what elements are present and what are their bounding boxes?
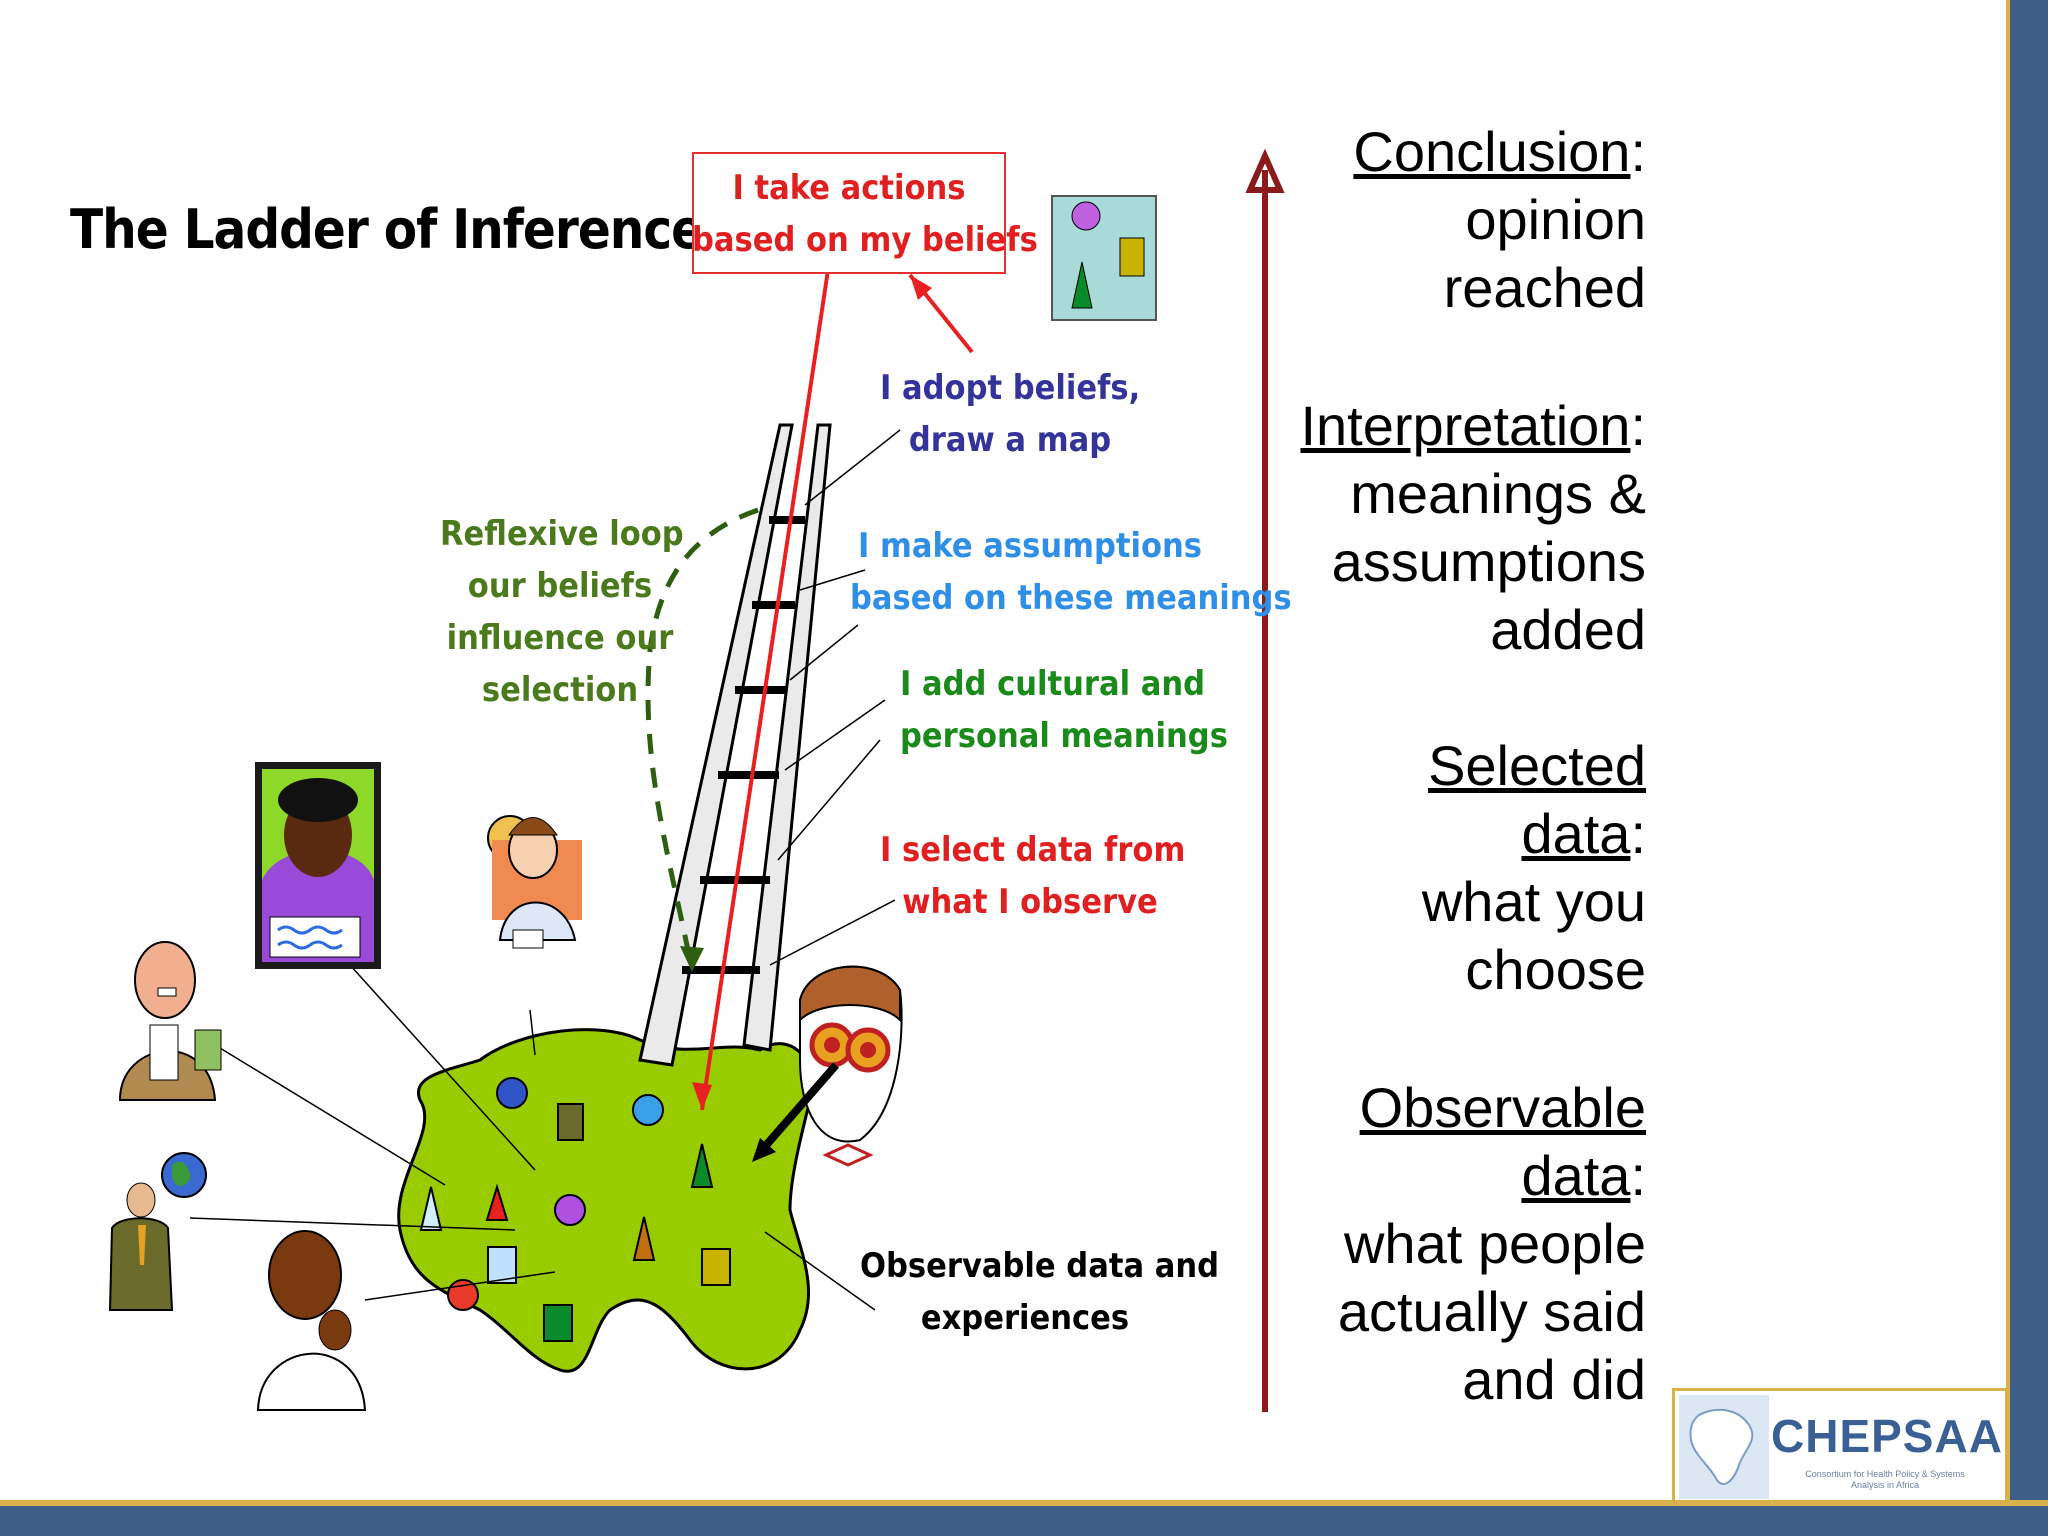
- pale-triangle-shape: [419, 1186, 443, 1231]
- thinking-woman-picture: [255, 762, 381, 969]
- observable-line: actually said: [1337, 1280, 1646, 1343]
- yellow-square-shape: [701, 1248, 731, 1286]
- frame-right: [2010, 0, 2048, 1536]
- colon: :: [1630, 802, 1646, 865]
- conclusion-heading: Conclusion: [1353, 120, 1631, 183]
- label-line: influence our: [446, 618, 674, 658]
- label-line: based on my beliefs: [692, 220, 1038, 260]
- label-line: Reflexive loop: [440, 514, 684, 554]
- selected-heading-2: data: [1521, 802, 1631, 865]
- observable-line: what people: [1343, 1212, 1646, 1275]
- olive-square-shape: [557, 1103, 584, 1141]
- belief-map-box: [1051, 195, 1157, 321]
- actions-box: [692, 152, 1006, 274]
- red-face-shape: [447, 1279, 479, 1311]
- selected-heading: Selected: [1428, 734, 1646, 797]
- label-reflexive-loop: Reflexive loop our beliefs influence our…: [440, 508, 684, 716]
- label-line: I take actions: [732, 168, 966, 208]
- frame-bottom: [0, 1506, 2048, 1536]
- label-select-data: I select data from what I observe: [880, 824, 1186, 928]
- colon: :: [1630, 120, 1646, 183]
- label-adopt-beliefs: I adopt beliefs, draw a map: [880, 362, 1140, 466]
- label-line: selection: [481, 670, 639, 710]
- label-line: Observable data and: [860, 1246, 1220, 1286]
- label-line: draw a map: [908, 420, 1112, 460]
- label-line: experiences: [920, 1298, 1130, 1338]
- lightblue-face-shape: [632, 1094, 664, 1126]
- interpretation-heading: Interpretation: [1300, 394, 1631, 457]
- conclusion-line: opinion: [1465, 188, 1646, 251]
- interpretation-block: Interpretation: meanings & assumptions a…: [1240, 392, 1646, 664]
- label-line: based on these meanings: [850, 578, 1292, 618]
- label-line: I make assumptions: [857, 526, 1203, 566]
- label-line: our beliefs: [467, 566, 653, 606]
- green-square-shape: [543, 1304, 573, 1342]
- writing-woman-picture: [487, 815, 582, 949]
- interpretation-line: assumptions: [1331, 530, 1646, 593]
- observable-heading: Observable: [1359, 1076, 1646, 1139]
- label-line: I add cultural and: [900, 664, 1206, 704]
- colon: :: [1630, 1144, 1646, 1207]
- observer-with-glasses-picture: [752, 965, 903, 1167]
- logo-subtitle: Consortium for Health Policy & Systems A…: [1805, 1469, 1965, 1490]
- colon: :: [1630, 394, 1646, 457]
- angry-man-picture: [118, 941, 222, 1101]
- interpretation-line: meanings &: [1350, 462, 1646, 525]
- thinking-man-picture: [256, 1230, 367, 1411]
- label-observable-data: Observable data and experiences: [860, 1240, 1220, 1344]
- label-cultural-meanings: I add cultural and personal meanings: [900, 658, 1228, 762]
- label-line: personal meanings: [900, 716, 1228, 756]
- conclusion-line: reached: [1443, 256, 1646, 319]
- frame-right-gold: [2006, 0, 2010, 1500]
- red-triangle-shape: [485, 1183, 509, 1221]
- action-arrow: [700, 269, 830, 1111]
- conclusion-block: Conclusion: opinion reached: [1240, 118, 1646, 322]
- label-line: what I observe: [902, 882, 1158, 922]
- observable-data-blob: [397, 1028, 814, 1373]
- orange-triangle-shape: [632, 1216, 656, 1261]
- green-triangle-shape: [690, 1143, 714, 1188]
- label-take-actions: I take actions based on my beliefs: [692, 162, 1038, 266]
- interpretation-line: added: [1490, 598, 1646, 661]
- man-with-globe-picture: [108, 1152, 207, 1311]
- reflexive-loop-arrow: [645, 507, 759, 961]
- slide-title: The Ladder of Inference: [70, 198, 704, 261]
- logo-name: CHEPSAA: [1771, 1410, 2003, 1462]
- blue-face-shape: [496, 1077, 528, 1109]
- africa-map-icon: [1679, 1395, 1769, 1499]
- observable-line: and did: [1462, 1348, 1646, 1411]
- label-line: I adopt beliefs,: [880, 368, 1141, 408]
- frame-bottom-gold: [0, 1500, 2048, 1506]
- pale-square-shape: [487, 1246, 517, 1284]
- selected-data-block: Selected data: what you choose: [1240, 732, 1646, 1004]
- label-line: I select data from: [880, 830, 1186, 870]
- selected-line: what you: [1421, 870, 1646, 933]
- observable-heading-2: data: [1521, 1144, 1631, 1207]
- chepsaa-logo: CHEPSAA Consortium for Health Policy & S…: [1672, 1388, 2008, 1508]
- purple-face-shape: [554, 1194, 586, 1226]
- label-make-assumptions: I make assumptions based on these meanin…: [850, 520, 1292, 624]
- observable-data-block: Observable data: what people actually sa…: [1240, 1074, 1646, 1414]
- selected-line: choose: [1465, 938, 1646, 1001]
